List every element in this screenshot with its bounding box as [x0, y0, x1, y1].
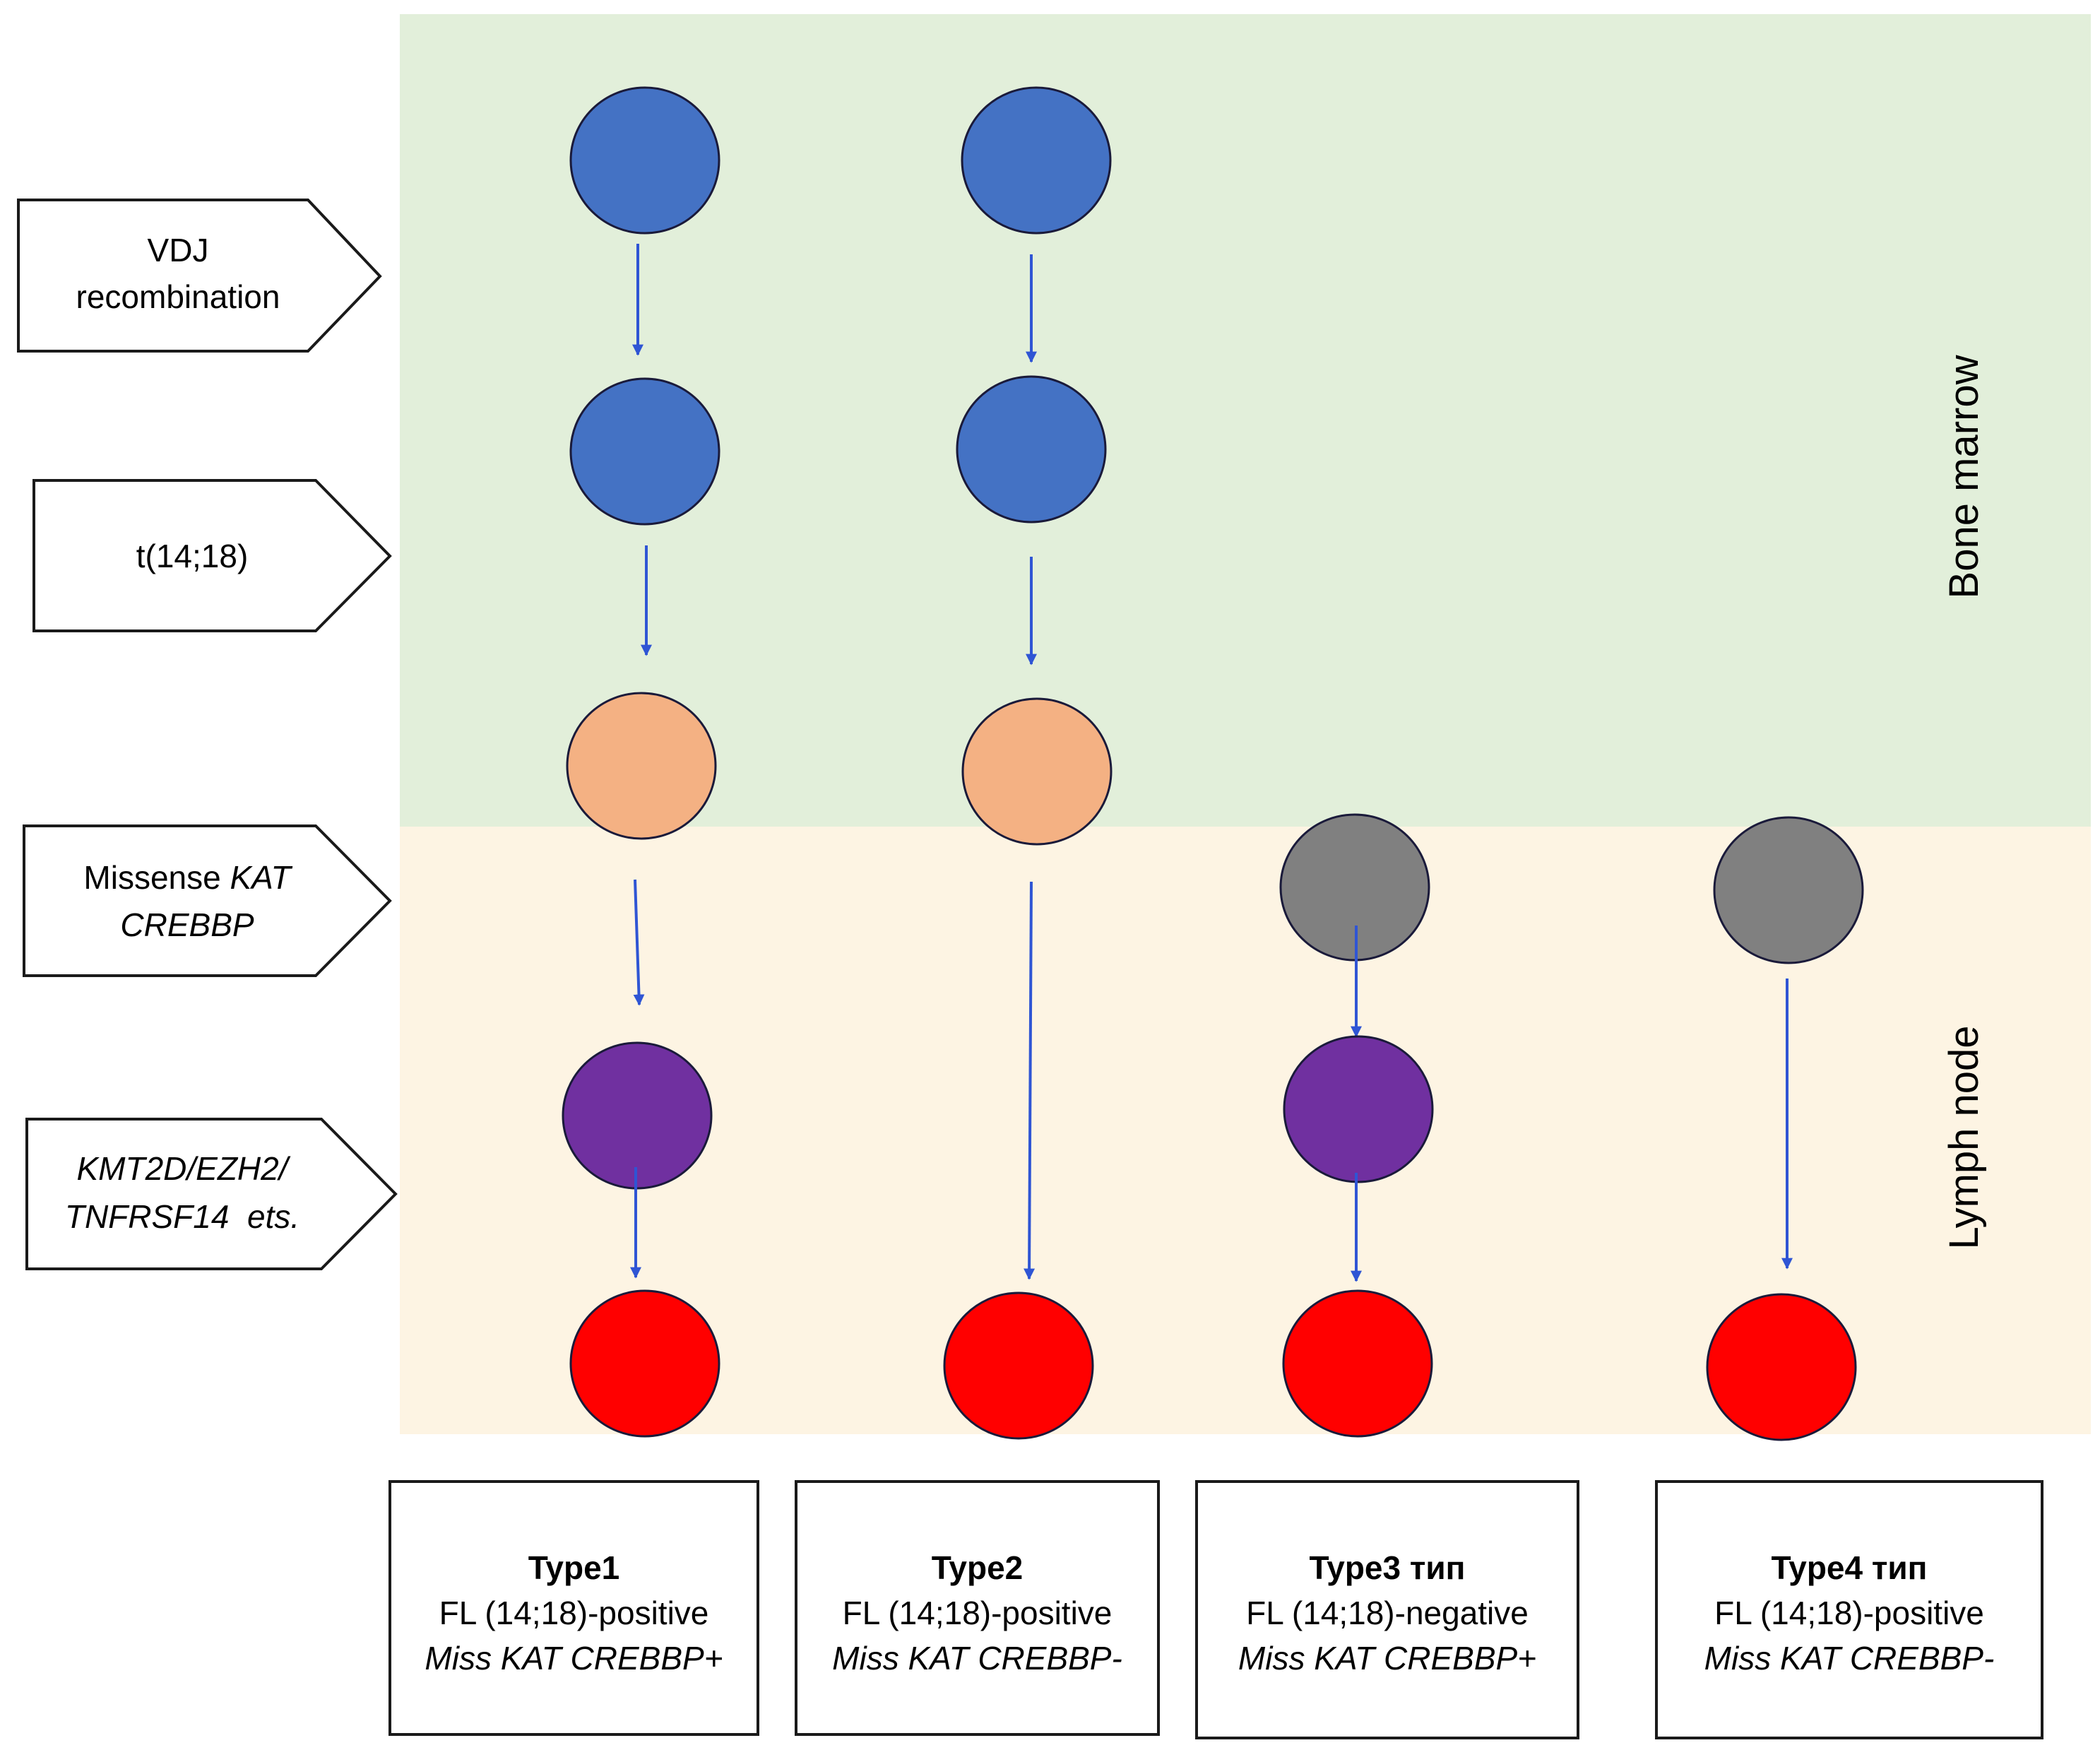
step-vdj-recombination: VDJ recombination [17, 199, 382, 353]
type3-status: FL (14;18)-negative [1246, 1595, 1529, 1631]
type1-box: Type1 FL (14;18)-positive Miss KAT CREBB… [388, 1480, 759, 1736]
cell-lymphoma [1282, 1289, 1433, 1438]
cell-precursor [569, 86, 720, 235]
type4-title: Type4 тип [1771, 1549, 1928, 1586]
type3-title: Type3 тип [1309, 1549, 1466, 1586]
cell-mutated [1283, 1035, 1434, 1183]
step-missense-line2: CREBBP [120, 906, 254, 943]
step-kmt-line1: KMT2D/EZH2/ [76, 1150, 290, 1187]
step-missense-line1: Missense KAT [83, 859, 292, 896]
type1-title: Type1 [528, 1549, 620, 1586]
type2-box: Type2 FL (14;18)-positive Miss KAT CREBB… [795, 1480, 1160, 1736]
arrow [633, 879, 645, 1006]
cell-precursor [569, 377, 720, 526]
step-missense-kat-crebbp: Missense KAT CREBBP [23, 824, 392, 977]
arrow [1024, 881, 1036, 1280]
step-t1418-label: t(14;18) [136, 538, 249, 574]
type3-box: Type3 тип FL (14;18)-negative Miss KAT C… [1195, 1480, 1579, 1739]
bone-marrow-label: Bone marrow [1941, 354, 1987, 598]
step-missense-kat: KAT [230, 859, 293, 896]
cell-translocated [961, 697, 1113, 846]
cell-precursor [956, 375, 1107, 524]
cell-lymphoma [569, 1289, 720, 1438]
step-vdj-line2: recombination [76, 278, 280, 315]
cell-flow [562, 86, 1864, 1441]
cell-mutated [562, 1041, 713, 1190]
type4-box: Type4 тип FL (14;18)-positive Miss KAT C… [1655, 1480, 2043, 1739]
step-missense-plain: Missense [83, 859, 230, 896]
type4-mutation: Miss KAT CREBBP- [1704, 1640, 1995, 1677]
step-kmt-line2: TNFRSF14 ets. [65, 1198, 299, 1235]
type3-mutation: Miss KAT CREBBP+ [1238, 1640, 1537, 1677]
type1-mutation: Miss KAT CREBBP+ [425, 1640, 723, 1677]
type2-status: FL (14;18)-positive [842, 1595, 1113, 1631]
type2-title: Type2 [931, 1549, 1024, 1586]
cell-lymphoma [943, 1291, 1094, 1440]
type2-mutation: Miss KAT CREBBP- [832, 1640, 1122, 1677]
step-vdj-line1: VDJ [148, 232, 209, 268]
cell-precursor [961, 86, 1112, 235]
cell-translocated [566, 692, 717, 840]
lymph-node-label: Lymph node [1941, 1025, 1987, 1249]
step-kmt2d-ezh2-tnfrsf14: KMT2D/EZH2/ TNFRSF14 ets. [25, 1118, 398, 1270]
cell-lymphoma [1706, 1293, 1857, 1441]
cell-no-translocation [1713, 816, 1864, 964]
step-translocation: t(14;18) [32, 479, 392, 632]
type4-status: FL (14;18)-positive [1714, 1595, 1984, 1631]
type1-status: FL (14;18)-positive [439, 1595, 709, 1631]
